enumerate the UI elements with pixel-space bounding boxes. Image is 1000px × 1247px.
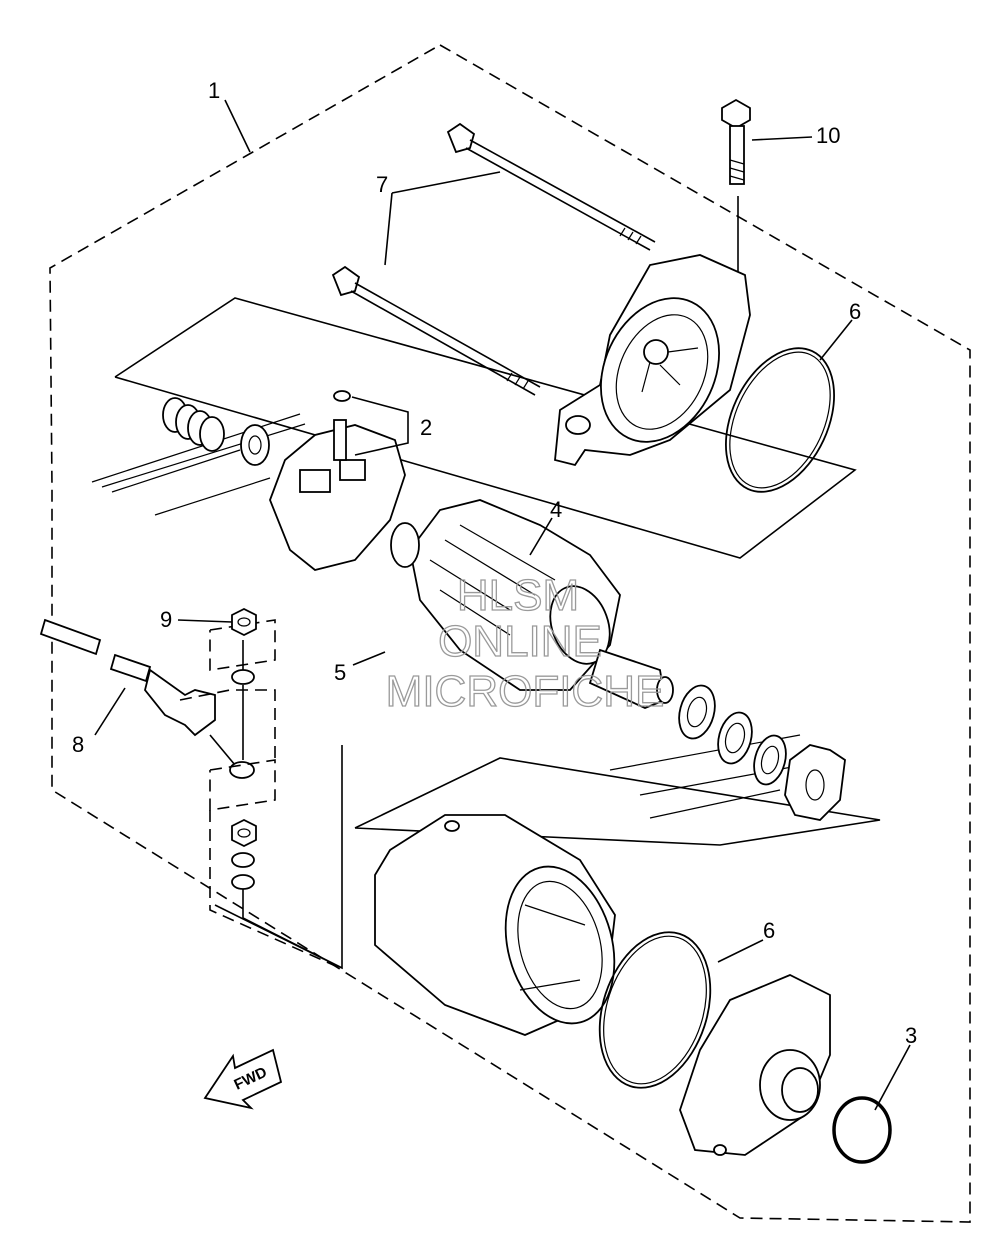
callout-9: 9 — [160, 607, 172, 632]
washer — [240, 424, 270, 466]
fwd-arrow-icon: FWD — [203, 1048, 283, 1110]
nut-lower — [231, 818, 257, 848]
upper-alignment-plane — [114, 297, 857, 559]
callout-8: 8 — [72, 732, 84, 757]
leader-line-9 — [177, 619, 233, 623]
guide-line — [154, 477, 271, 516]
thrust-washer-1 — [678, 684, 716, 740]
guide-line — [649, 789, 781, 819]
guide-line — [111, 449, 241, 493]
thrust-washer-2 — [717, 711, 753, 765]
callout-5: 5 — [334, 660, 346, 685]
callout-6-lower: 6 — [763, 918, 775, 943]
rear-cover — [679, 974, 831, 1156]
leader-line-7 — [391, 171, 501, 194]
armature — [390, 499, 674, 709]
nut-upper — [231, 607, 257, 637]
leader-line-5 — [352, 651, 386, 666]
callout-10: 10 — [816, 123, 840, 148]
brush-holder — [269, 390, 406, 571]
callout-2: 2 — [420, 415, 432, 440]
lock-plate — [784, 744, 846, 821]
callout-1: 1 — [208, 78, 220, 103]
callout-3: 3 — [905, 1023, 917, 1048]
thrust-washer-1-hole — [686, 696, 708, 728]
watermark-line-2: ONLINE — [438, 617, 602, 666]
yoke-housing — [374, 814, 616, 1036]
thrust-washer-3-hole — [760, 745, 780, 775]
o-ring-upper-inner — [729, 351, 831, 489]
leader-line-4 — [529, 517, 553, 556]
o-ring-lower-inner — [603, 935, 707, 1085]
washer-lower-2 — [231, 874, 255, 890]
o-ring-small — [832, 1096, 892, 1164]
leader-line-10 — [751, 136, 813, 141]
assembly-boundary — [49, 44, 971, 1223]
thrust-washer-2-hole — [724, 722, 746, 754]
leader-line-7 — [384, 192, 393, 266]
nut-link-dashed — [179, 689, 276, 760]
callout-6-upper: 6 — [849, 299, 861, 324]
o-ring-upper — [725, 347, 835, 493]
o-ring-lower — [598, 931, 712, 1089]
nut-axis — [242, 910, 343, 969]
washer-lower-1 — [231, 852, 255, 868]
leader-line-3 — [874, 1044, 911, 1111]
brush-spring — [162, 397, 225, 452]
leader-line-8 — [94, 687, 126, 736]
nut-link-dashed — [209, 759, 276, 811]
watermark-line-1: HLSM — [457, 571, 579, 620]
callout-4: 4 — [550, 497, 562, 522]
watermark-line-3: MICROFICHE — [386, 667, 665, 716]
guide-line — [101, 423, 306, 488]
washer-upper — [231, 669, 255, 685]
leader-line-2 — [351, 396, 409, 456]
lower-alignment-plane — [354, 757, 881, 846]
callout-7: 7 — [376, 172, 388, 197]
washer-hole — [248, 435, 262, 455]
front-cover — [554, 254, 751, 467]
leader-line-1 — [224, 99, 251, 153]
lower-stack-dashed — [209, 810, 341, 969]
guide-line — [91, 413, 301, 483]
long-bolt-lower — [331, 265, 541, 396]
long-bolt-upper — [446, 122, 656, 251]
leader-line-6a — [819, 319, 853, 361]
thrust-washer-3 — [753, 734, 787, 786]
bolt-10 — [721, 98, 751, 306]
leader-line-6b — [717, 939, 764, 963]
